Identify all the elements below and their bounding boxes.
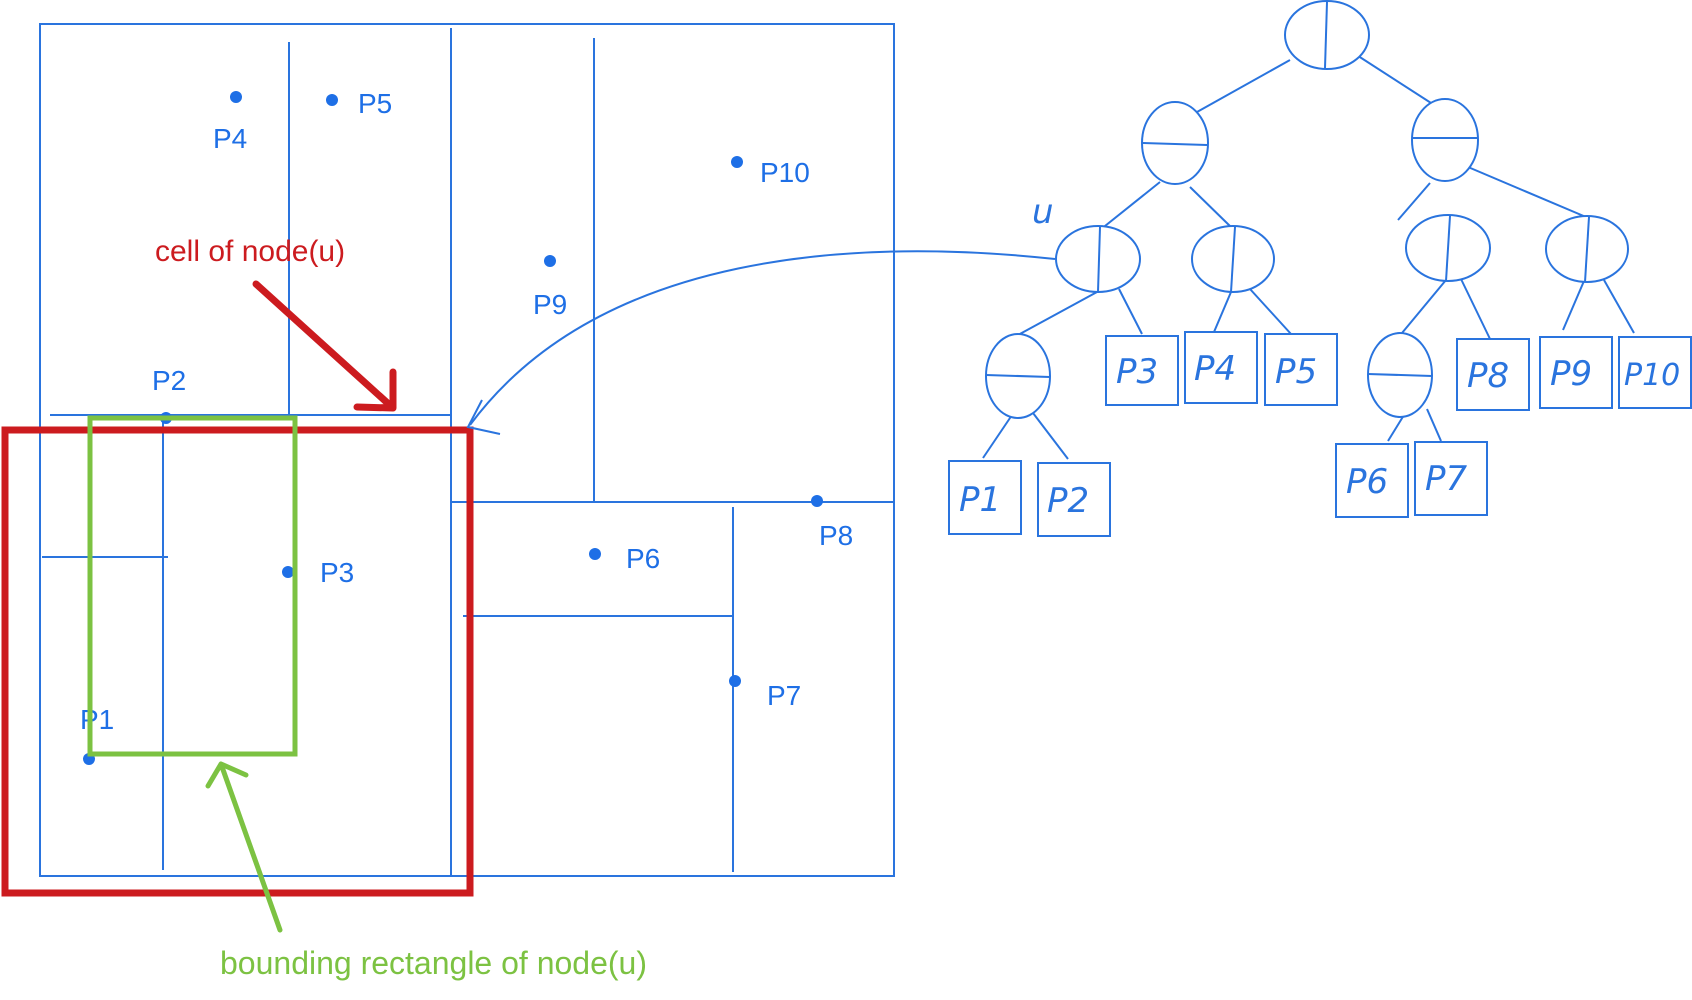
point-labels: P1 P2 P3 P4 P5 P6 P7 P8 P9 P10 <box>80 88 853 735</box>
leaf-p2: P2 <box>1047 481 1089 521</box>
tree-node-right-left-left <box>1367 332 1433 418</box>
leaf-box-p7 <box>1414 441 1488 516</box>
leaf-box-p9 <box>1539 336 1613 409</box>
bounding-rectangle <box>87 415 298 757</box>
bounding-arrow <box>205 761 283 933</box>
leaf-p7: P7 <box>1425 459 1468 499</box>
bounding-annotation: bounding rectangle of node(u) <box>220 945 647 981</box>
leaf-box-p2 <box>1037 462 1111 537</box>
leaf-box-p5 <box>1264 333 1338 406</box>
point-p5 <box>326 94 338 106</box>
label-p9: P9 <box>533 289 567 320</box>
label-p1: P1 <box>80 704 114 735</box>
cell-annotation: cell of node(u) <box>155 235 345 268</box>
tree-node-right <box>1411 98 1479 182</box>
tree-leaves: P1 P2 P3 P4 P5 P6 P7 P8 P9 P10 <box>948 331 1692 537</box>
label-p4: P4 <box>213 123 247 154</box>
label-p8: P8 <box>819 520 853 551</box>
point-p10 <box>731 156 743 168</box>
tree-node-u-left <box>985 333 1051 419</box>
leaf-p10: P10 <box>1624 358 1680 393</box>
cell-arrow <box>252 280 397 412</box>
leaf-p9: P9 <box>1550 354 1592 394</box>
leaf-box-p4 <box>1184 331 1258 404</box>
node-u-label: u <box>1032 192 1054 232</box>
label-p7: P7 <box>767 680 801 711</box>
label-p5: P5 <box>358 88 392 119</box>
leaf-box-p6 <box>1335 443 1409 518</box>
label-p2: P2 <box>152 365 186 396</box>
point-p6 <box>589 548 601 560</box>
leaf-p4: P4 <box>1194 349 1236 389</box>
tree-node-u <box>1055 225 1141 293</box>
label-p3: P3 <box>320 557 354 588</box>
leaf-box-p3 <box>1105 335 1179 406</box>
tree-node-right-left <box>1405 214 1491 282</box>
leaf-p1: P1 <box>959 480 1001 520</box>
leaf-p5: P5 <box>1275 352 1317 392</box>
tree-node-left-right <box>1191 225 1275 293</box>
tree-node-right-right <box>1545 215 1629 283</box>
kd-tree: u P1 P2 P3 P4 P5 P6 P7 P8 P9 P10 <box>948 0 1692 537</box>
u-to-cell-arrowhead <box>466 399 501 435</box>
leaf-p8: P8 <box>1467 356 1509 396</box>
tree-node-root <box>1284 0 1370 70</box>
point-p8 <box>811 495 823 507</box>
label-p10: P10 <box>760 157 810 188</box>
point-p9 <box>544 255 556 267</box>
point-p3 <box>282 566 294 578</box>
leaf-box-p1 <box>948 460 1022 535</box>
leaf-p3: P3 <box>1116 352 1158 392</box>
u-to-cell-arrow <box>469 250 1056 426</box>
leaf-box-p8 <box>1456 338 1530 411</box>
label-p6: P6 <box>626 543 660 574</box>
leaf-p6: P6 <box>1346 462 1388 502</box>
point-p7 <box>729 675 741 687</box>
leaf-box-p10 <box>1618 336 1692 409</box>
cell-rectangle <box>1 426 474 897</box>
point-p4 <box>230 91 242 103</box>
tree-node-left <box>1141 101 1209 185</box>
